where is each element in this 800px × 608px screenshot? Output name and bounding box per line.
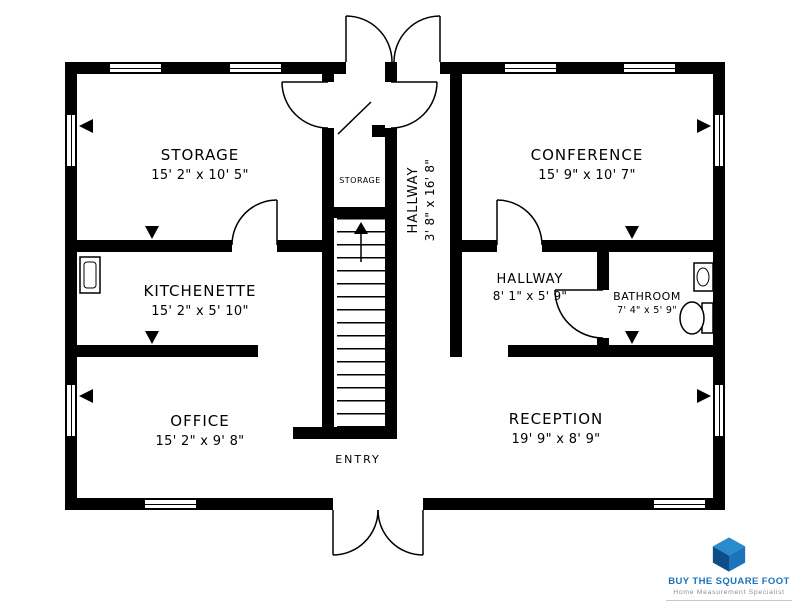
window bbox=[108, 62, 163, 74]
window bbox=[622, 62, 677, 74]
wall-corridor-right bbox=[450, 62, 462, 357]
room-label-hallway-small: HALLWAY 8' 1" x 5' 9" bbox=[492, 272, 568, 303]
direction-arrow-icon bbox=[145, 331, 159, 344]
window bbox=[713, 113, 725, 168]
door-swing bbox=[377, 509, 424, 556]
window bbox=[65, 113, 77, 168]
window bbox=[503, 62, 558, 74]
bathroom-sink bbox=[693, 262, 714, 292]
room-label-office: OFFICE 15' 2" x 9' 8" bbox=[155, 412, 245, 449]
wall-bottom-right bbox=[423, 498, 725, 510]
room-label-closet: STORAGE bbox=[339, 176, 381, 185]
wall-stair-bottom bbox=[293, 427, 397, 439]
wall-core-left-a bbox=[322, 62, 334, 82]
entry-label: ENTRY bbox=[335, 453, 381, 466]
brand-name: BUY THE SQUARE FOOT bbox=[668, 576, 790, 587]
window bbox=[228, 62, 283, 74]
wall-bottom-left bbox=[65, 498, 333, 510]
direction-arrow-icon bbox=[145, 226, 159, 239]
wall-storage-kitchenette-a bbox=[65, 240, 232, 252]
direction-arrow-icon bbox=[697, 119, 711, 133]
window bbox=[143, 498, 198, 510]
door-swing bbox=[332, 509, 379, 556]
door-swing bbox=[281, 81, 329, 129]
wall-storage-kitchenette-b bbox=[277, 240, 334, 252]
staircase bbox=[337, 218, 385, 427]
door-swing bbox=[393, 15, 441, 63]
window bbox=[713, 383, 725, 438]
direction-arrow-icon bbox=[625, 226, 639, 239]
wall-closet-top-stub bbox=[372, 125, 385, 137]
door-swing bbox=[345, 15, 393, 63]
direction-arrow-icon bbox=[697, 389, 711, 403]
room-label-bathroom: BATHROOM 7' 4" x 5' 9" bbox=[613, 290, 681, 316]
room-label-reception: RECEPTION 19' 9" x 8' 9" bbox=[508, 410, 604, 447]
wall-core-left-b bbox=[322, 128, 334, 430]
window bbox=[65, 383, 77, 438]
wall-top-right bbox=[440, 62, 725, 74]
room-label-kitchenette: KITCHENETTE 15' 2" x 5' 10" bbox=[143, 282, 257, 319]
wall-closet-bottom bbox=[334, 207, 385, 218]
door-leaf bbox=[337, 101, 372, 135]
direction-arrow-icon bbox=[79, 389, 93, 403]
wall-reception-top bbox=[508, 345, 725, 357]
door-swing bbox=[390, 81, 438, 129]
wall-core-right-a bbox=[385, 62, 397, 82]
wall-core-right-b bbox=[385, 128, 397, 430]
wall-kitchenette-office bbox=[65, 345, 258, 357]
door-swing bbox=[231, 199, 278, 246]
wall-bathroom-left-b bbox=[597, 338, 609, 357]
room-label-storage: STORAGE 15' 2" x 10' 5" bbox=[151, 146, 249, 183]
brand-tagline: Home Measurement Specialist bbox=[673, 589, 785, 596]
brand-logo: BUY THE SQUARE FOOT Home Measurement Spe… bbox=[666, 536, 792, 601]
cube-logo-icon bbox=[712, 537, 746, 572]
wall-bathroom-left-a bbox=[597, 252, 609, 290]
wall-conference-b bbox=[542, 240, 725, 252]
direction-arrow-icon bbox=[625, 331, 639, 344]
room-label-conference: CONFERENCE 15' 9" x 10' 7" bbox=[530, 146, 644, 183]
logo-divider bbox=[666, 600, 792, 601]
direction-arrow-icon bbox=[79, 119, 93, 133]
window bbox=[652, 498, 707, 510]
room-label-hallway-main: HALLWAY 3' 8" x 16' 8" bbox=[406, 158, 437, 242]
door-swing bbox=[496, 199, 543, 246]
